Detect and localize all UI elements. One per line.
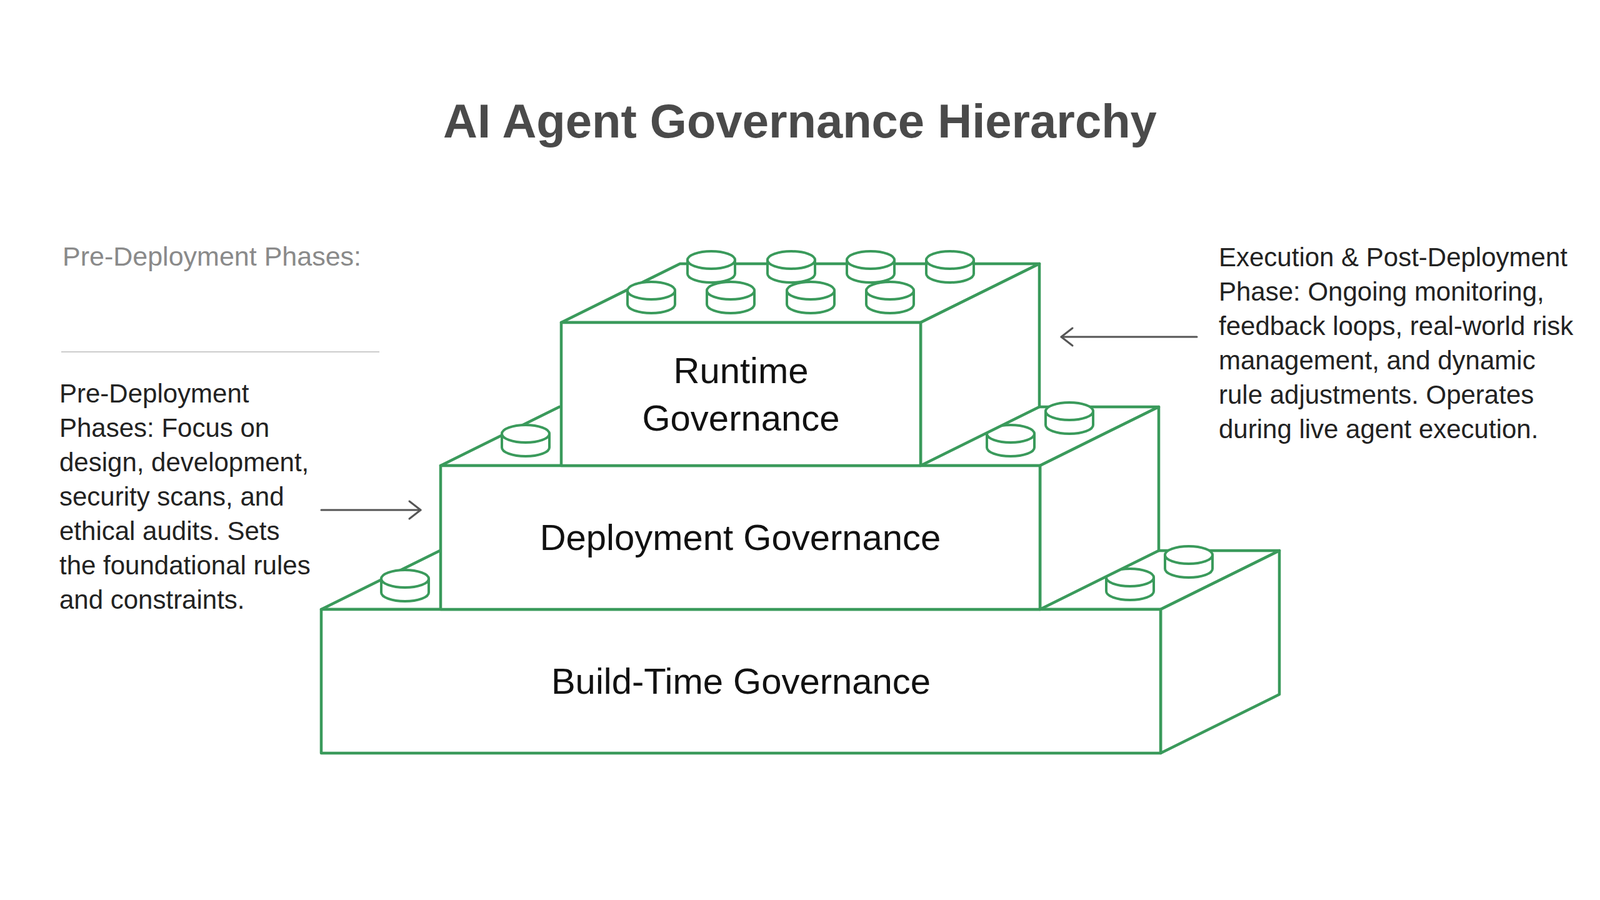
stud-top	[1165, 546, 1213, 564]
brick-stud	[926, 251, 974, 283]
stud-top	[1045, 402, 1094, 420]
stud-top	[986, 425, 1035, 443]
brick-stud	[1106, 568, 1154, 600]
brick-stud	[501, 425, 550, 457]
stud-top	[846, 251, 895, 269]
brick-label-area: Deployment Governance	[459, 465, 1022, 610]
block-label: Runtime Governance	[606, 346, 876, 442]
brick-side-face	[920, 263, 1040, 466]
arrow-head	[1061, 328, 1073, 346]
leader-arrow	[1061, 328, 1197, 346]
block-label: Deployment Governance	[540, 513, 942, 562]
brick-stud	[767, 251, 815, 283]
brick-stud	[627, 281, 675, 314]
brick-side-face	[1040, 406, 1159, 610]
brick-label-area: Build-Time Governance	[366, 609, 1117, 754]
leader-line	[1061, 336, 1197, 339]
brick-stud	[866, 281, 914, 314]
leader-arrow	[321, 501, 421, 519]
stud-top	[786, 281, 835, 300]
brick-front-face	[321, 609, 1161, 754]
section-heading: Pre-Deployment Phases:	[62, 238, 500, 274]
brick-side-face	[1160, 550, 1280, 754]
brick-stud	[786, 281, 835, 314]
brick-stud	[687, 251, 735, 283]
stud-top	[866, 281, 914, 300]
brick-label-area: Runtime Governance	[606, 322, 876, 466]
brick-block: Runtime Governance	[561, 226, 1046, 472]
stud-top	[1106, 568, 1154, 587]
separator-line	[61, 351, 380, 353]
callout-note: Execution & Post-Deployment Phase: Ongoi…	[1218, 240, 1575, 447]
leader-line	[321, 509, 421, 512]
stud-top	[926, 251, 974, 269]
stud-top	[687, 251, 735, 269]
brick-stud	[1165, 546, 1213, 578]
arrow-head	[409, 501, 421, 519]
brick-stud	[381, 570, 429, 602]
stud-top	[501, 425, 550, 443]
stud-top	[767, 251, 815, 269]
stud-top	[706, 281, 755, 300]
diagram-title: AI Agent Governance Hierarchy	[0, 93, 1600, 149]
brick-stud	[986, 425, 1035, 457]
brick-stud	[706, 281, 755, 314]
brick-front-face	[440, 465, 1040, 610]
brick-stud	[1045, 402, 1094, 434]
block-label: Build-Time Governance	[551, 657, 931, 705]
callout-note: Pre-Deployment Phases: Focus on design, …	[59, 376, 316, 617]
brick-stud	[846, 251, 895, 283]
stud-top	[627, 281, 675, 300]
brick-front-face	[561, 322, 921, 466]
brick-top-face	[321, 550, 1280, 610]
stud-top	[381, 570, 429, 588]
